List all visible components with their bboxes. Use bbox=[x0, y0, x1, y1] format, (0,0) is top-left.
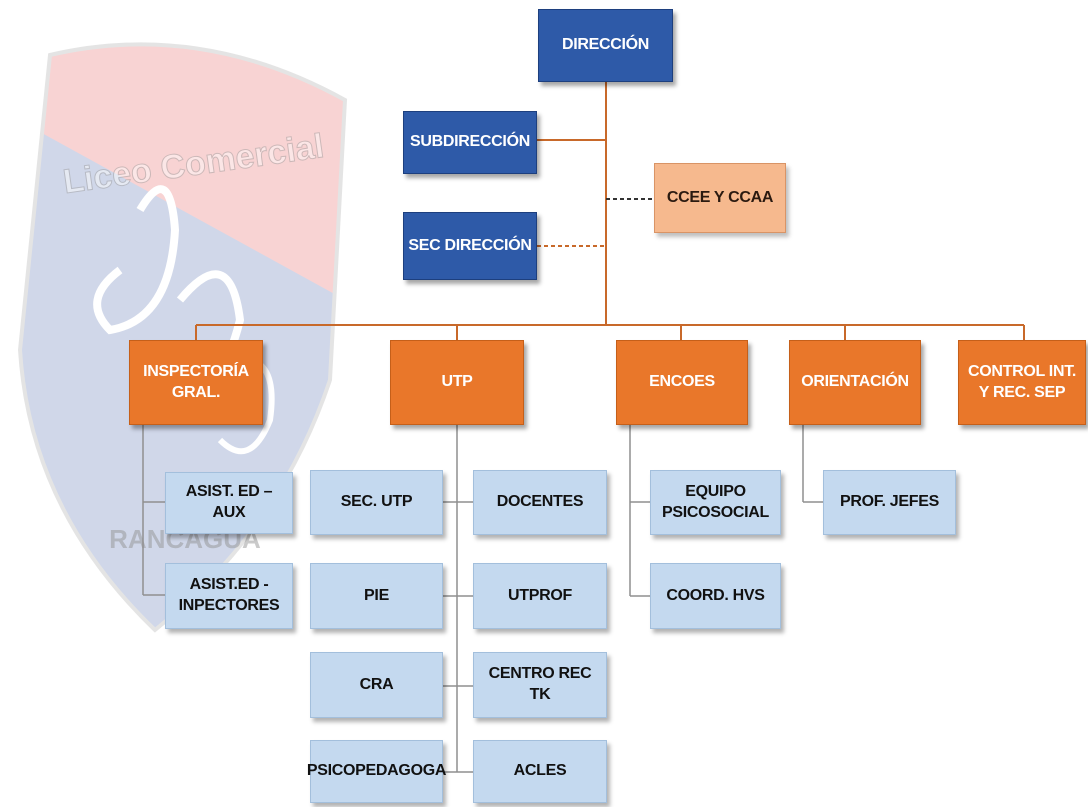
control-box: CONTROL INT. Y REC. SEP bbox=[958, 340, 1086, 425]
direccion-label: DIRECCIÓN bbox=[561, 36, 650, 54]
orientacion-label: ORIENTACIÓN bbox=[801, 373, 909, 391]
acles-box: ACLES bbox=[473, 740, 607, 803]
cra-label: CRA bbox=[359, 675, 394, 693]
prof-jefes-box: PROF. JEFES bbox=[823, 470, 956, 535]
coord-label: COORD. HVS bbox=[666, 586, 765, 604]
equipo-label-line2: PSICOSOCIAL bbox=[662, 503, 769, 521]
encoes-label: ENCOES bbox=[649, 373, 715, 391]
sec-utp-box: SEC. UTP bbox=[310, 470, 443, 535]
ccee-box: CCEE Y CCAA bbox=[654, 163, 786, 233]
pie-box: PIE bbox=[310, 563, 443, 629]
equipo-label-line1: EQUIPO bbox=[685, 482, 746, 500]
asist-aux-box: ASIST. ED –AUX bbox=[165, 472, 293, 534]
equipo-psicosocial-box: EQUIPO PSICOSOCIAL bbox=[650, 470, 781, 535]
asist-insp-label-line1: ASIST.ED - bbox=[189, 576, 269, 594]
acles-label: ACLES bbox=[513, 762, 567, 780]
cra-box: CRA bbox=[310, 652, 443, 718]
inspectoria-label-line1: INSPECTORÍA bbox=[143, 362, 249, 380]
utprof-label: UTPROF bbox=[508, 586, 572, 604]
direccion-box: DIRECCIÓN bbox=[538, 9, 673, 82]
inspectoria-label-line2: GRAL. bbox=[171, 383, 221, 401]
centro-rec-box: CENTRO REC TK bbox=[473, 652, 607, 718]
pie-label: PIE bbox=[364, 586, 389, 604]
sec-direccion-box: SEC DIRECCIÓN bbox=[403, 212, 537, 280]
psicopedagoga-label: PSICOPEDAGOGA bbox=[306, 762, 447, 780]
control-label-line2: Y REC. SEP bbox=[978, 383, 1066, 401]
subdireccion-box: SUBDIRECCIÓN bbox=[403, 111, 537, 174]
centro-rec-label: CENTRO REC TK bbox=[488, 665, 592, 703]
subdireccion-label: SUBDIRECCIÓN bbox=[410, 133, 530, 151]
coord-hvs-box: COORD. HVS bbox=[650, 563, 781, 629]
ccee-label: CCEE Y CCAA bbox=[666, 188, 774, 206]
asist-aux-label: ASIST. ED –AUX bbox=[185, 483, 273, 521]
orientacion-box: ORIENTACIÓN bbox=[789, 340, 921, 425]
utp-box: UTP bbox=[390, 340, 524, 425]
psicopedagoga-box: PSICOPEDAGOGA bbox=[306, 740, 447, 803]
sec-direccion-label: SEC DIRECCIÓN bbox=[408, 236, 532, 254]
asist-insp-box: ASIST.ED - INPECTORES bbox=[165, 563, 293, 629]
inspectoria-box: INSPECTORÍA GRAL. bbox=[129, 340, 263, 425]
utprof-box: UTPROF bbox=[473, 563, 607, 629]
utp-label: UTP bbox=[441, 373, 473, 391]
sec-utp-label: SEC. UTP bbox=[340, 493, 413, 511]
control-label-line1: CONTROL INT. bbox=[967, 362, 1077, 380]
docentes-box: DOCENTES bbox=[473, 470, 607, 535]
docentes-label: DOCENTES bbox=[496, 493, 584, 511]
encoes-box: ENCOES bbox=[616, 340, 748, 425]
asist-insp-label-line2: INPECTORES bbox=[178, 597, 280, 614]
prof-jefes-label: PROF. JEFES bbox=[840, 493, 939, 511]
